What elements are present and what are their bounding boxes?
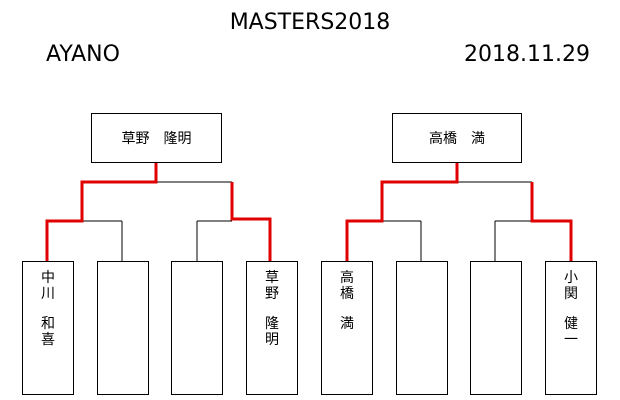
winner-box-left: 草野 隆明 — [91, 113, 222, 163]
player-box: 草 野 隆 明 — [246, 261, 298, 395]
player-name-char: 中 — [41, 270, 55, 286]
player-box: 小 関 健 一 — [545, 261, 597, 395]
player-box: 高 橋 満 — [321, 261, 373, 395]
player-box — [171, 261, 223, 395]
player-name-char: 和 — [41, 316, 55, 332]
player-name-char: 明 — [265, 332, 279, 348]
player-box — [97, 261, 149, 395]
player-name-char: 関 — [564, 286, 578, 302]
player-name-char: 小 — [564, 270, 578, 286]
winner-path-left-semi — [230, 182, 272, 261]
player-name-char: 川 — [41, 286, 55, 302]
player-name-char: 一 — [564, 332, 578, 348]
winner-name-left: 草野 隆明 — [121, 131, 192, 147]
player-name-char: 草 — [265, 270, 279, 286]
winner-path-right-semi — [530, 182, 573, 261]
player-name-char: 満 — [340, 316, 354, 332]
player-name-char: 野 — [265, 286, 279, 302]
player-name-char: 健 — [564, 316, 578, 332]
winner-name-right: 高橋 満 — [429, 131, 485, 147]
event-title: MASTERS2018 — [229, 10, 391, 35]
player-name-char: 高 — [340, 270, 354, 286]
player-name-char: 喜 — [41, 332, 55, 348]
winner-path-right — [345, 163, 459, 261]
player-box — [470, 261, 522, 395]
player-name-char: 隆 — [265, 316, 279, 332]
event-date: 2018.11.29 — [464, 42, 590, 67]
player-box: 中 川 和 喜 — [22, 261, 74, 395]
venue-label: AYANO — [46, 42, 120, 67]
player-box — [396, 261, 448, 395]
winner-path-left — [45, 163, 158, 261]
player-name-char: 橋 — [340, 286, 354, 302]
winner-box-right: 高橋 満 — [392, 113, 522, 163]
